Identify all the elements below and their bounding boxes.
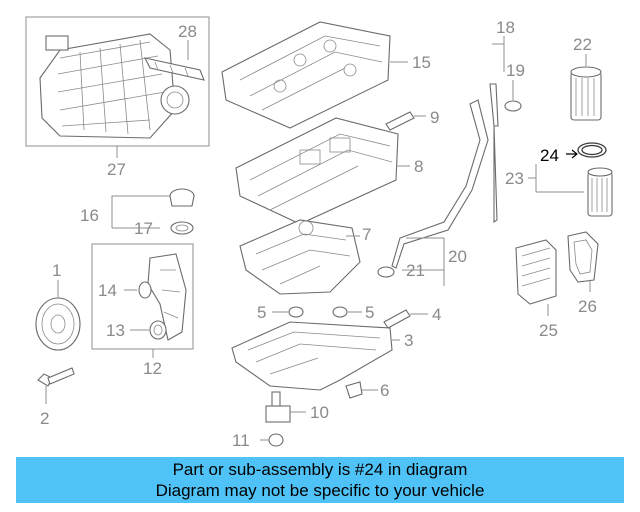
callout-10: 10 — [310, 403, 329, 422]
callout-25: 25 — [539, 321, 558, 340]
dipstick-drawing — [377, 83, 522, 278]
timing-cover-drawing — [138, 253, 187, 341]
callout-22: 22 — [573, 35, 592, 54]
callout-7: 7 — [362, 225, 371, 244]
callout-16: 16 — [80, 206, 99, 225]
callout-19: 19 — [506, 61, 525, 80]
oil-cooler-drawing — [515, 239, 557, 305]
callout-27: 27 — [107, 160, 126, 179]
callout-1: 1 — [52, 261, 61, 280]
info-banner: Part or sub-assembly is #24 in diagram D… — [16, 457, 624, 503]
callout-21: 21 — [406, 261, 425, 280]
oil-cap-drawing — [169, 188, 195, 235]
manifold-gasket-drawing — [143, 57, 205, 81]
callout-11: 11 — [232, 431, 250, 450]
upper-oil-pan-drawing — [239, 219, 361, 295]
cylinder-head-drawing — [235, 117, 399, 225]
callout-28: 28 — [178, 22, 197, 41]
callout-6: 6 — [380, 381, 389, 400]
banner-line-2: Diagram may not be specific to your vehi… — [155, 481, 485, 500]
callout-8: 8 — [414, 157, 423, 176]
washer-left — [288, 306, 304, 318]
callout-3: 3 — [404, 331, 413, 350]
callout-4: 4 — [432, 305, 441, 324]
callout-15: 15 — [412, 53, 431, 72]
part-9-drawing — [385, 111, 415, 131]
callout-5-left: 5 — [257, 303, 266, 322]
oil-level-sensor-drawing — [265, 391, 291, 447]
callout-2: 2 — [40, 409, 49, 428]
filter-element-drawing — [587, 167, 613, 217]
callout-12: 12 — [143, 359, 162, 378]
part-4-drawing — [383, 309, 411, 329]
timing-cover-box — [91, 243, 194, 350]
cooler-gasket-drawing — [567, 231, 599, 283]
intake-manifold-drawing — [39, 33, 190, 139]
oil-pan-drawing — [231, 321, 393, 391]
callout-9: 9 — [430, 108, 439, 127]
drain-plug-drawing — [345, 381, 363, 399]
banner-line-1: Part or sub-assembly is #24 in diagram — [172, 460, 468, 479]
pulley-bolt-drawing — [37, 367, 75, 387]
callout-17: 17 — [134, 219, 153, 238]
callout-20: 20 — [448, 247, 467, 266]
callout-14: 14 — [98, 281, 117, 300]
callout-24-highlighted: 24 — [540, 146, 559, 165]
callout-23: 23 — [505, 169, 524, 188]
callout-26: 26 — [578, 297, 597, 316]
crankshaft-pulley-drawing — [35, 297, 81, 351]
oil-filter-drawing — [570, 66, 602, 121]
head-cover-drawing — [221, 21, 391, 129]
part-24-seal-drawing — [577, 142, 607, 158]
callout-5-right: 5 — [365, 303, 374, 322]
callout-18: 18 — [496, 18, 515, 37]
callout-13: 13 — [106, 321, 125, 340]
washer-right — [332, 306, 348, 318]
